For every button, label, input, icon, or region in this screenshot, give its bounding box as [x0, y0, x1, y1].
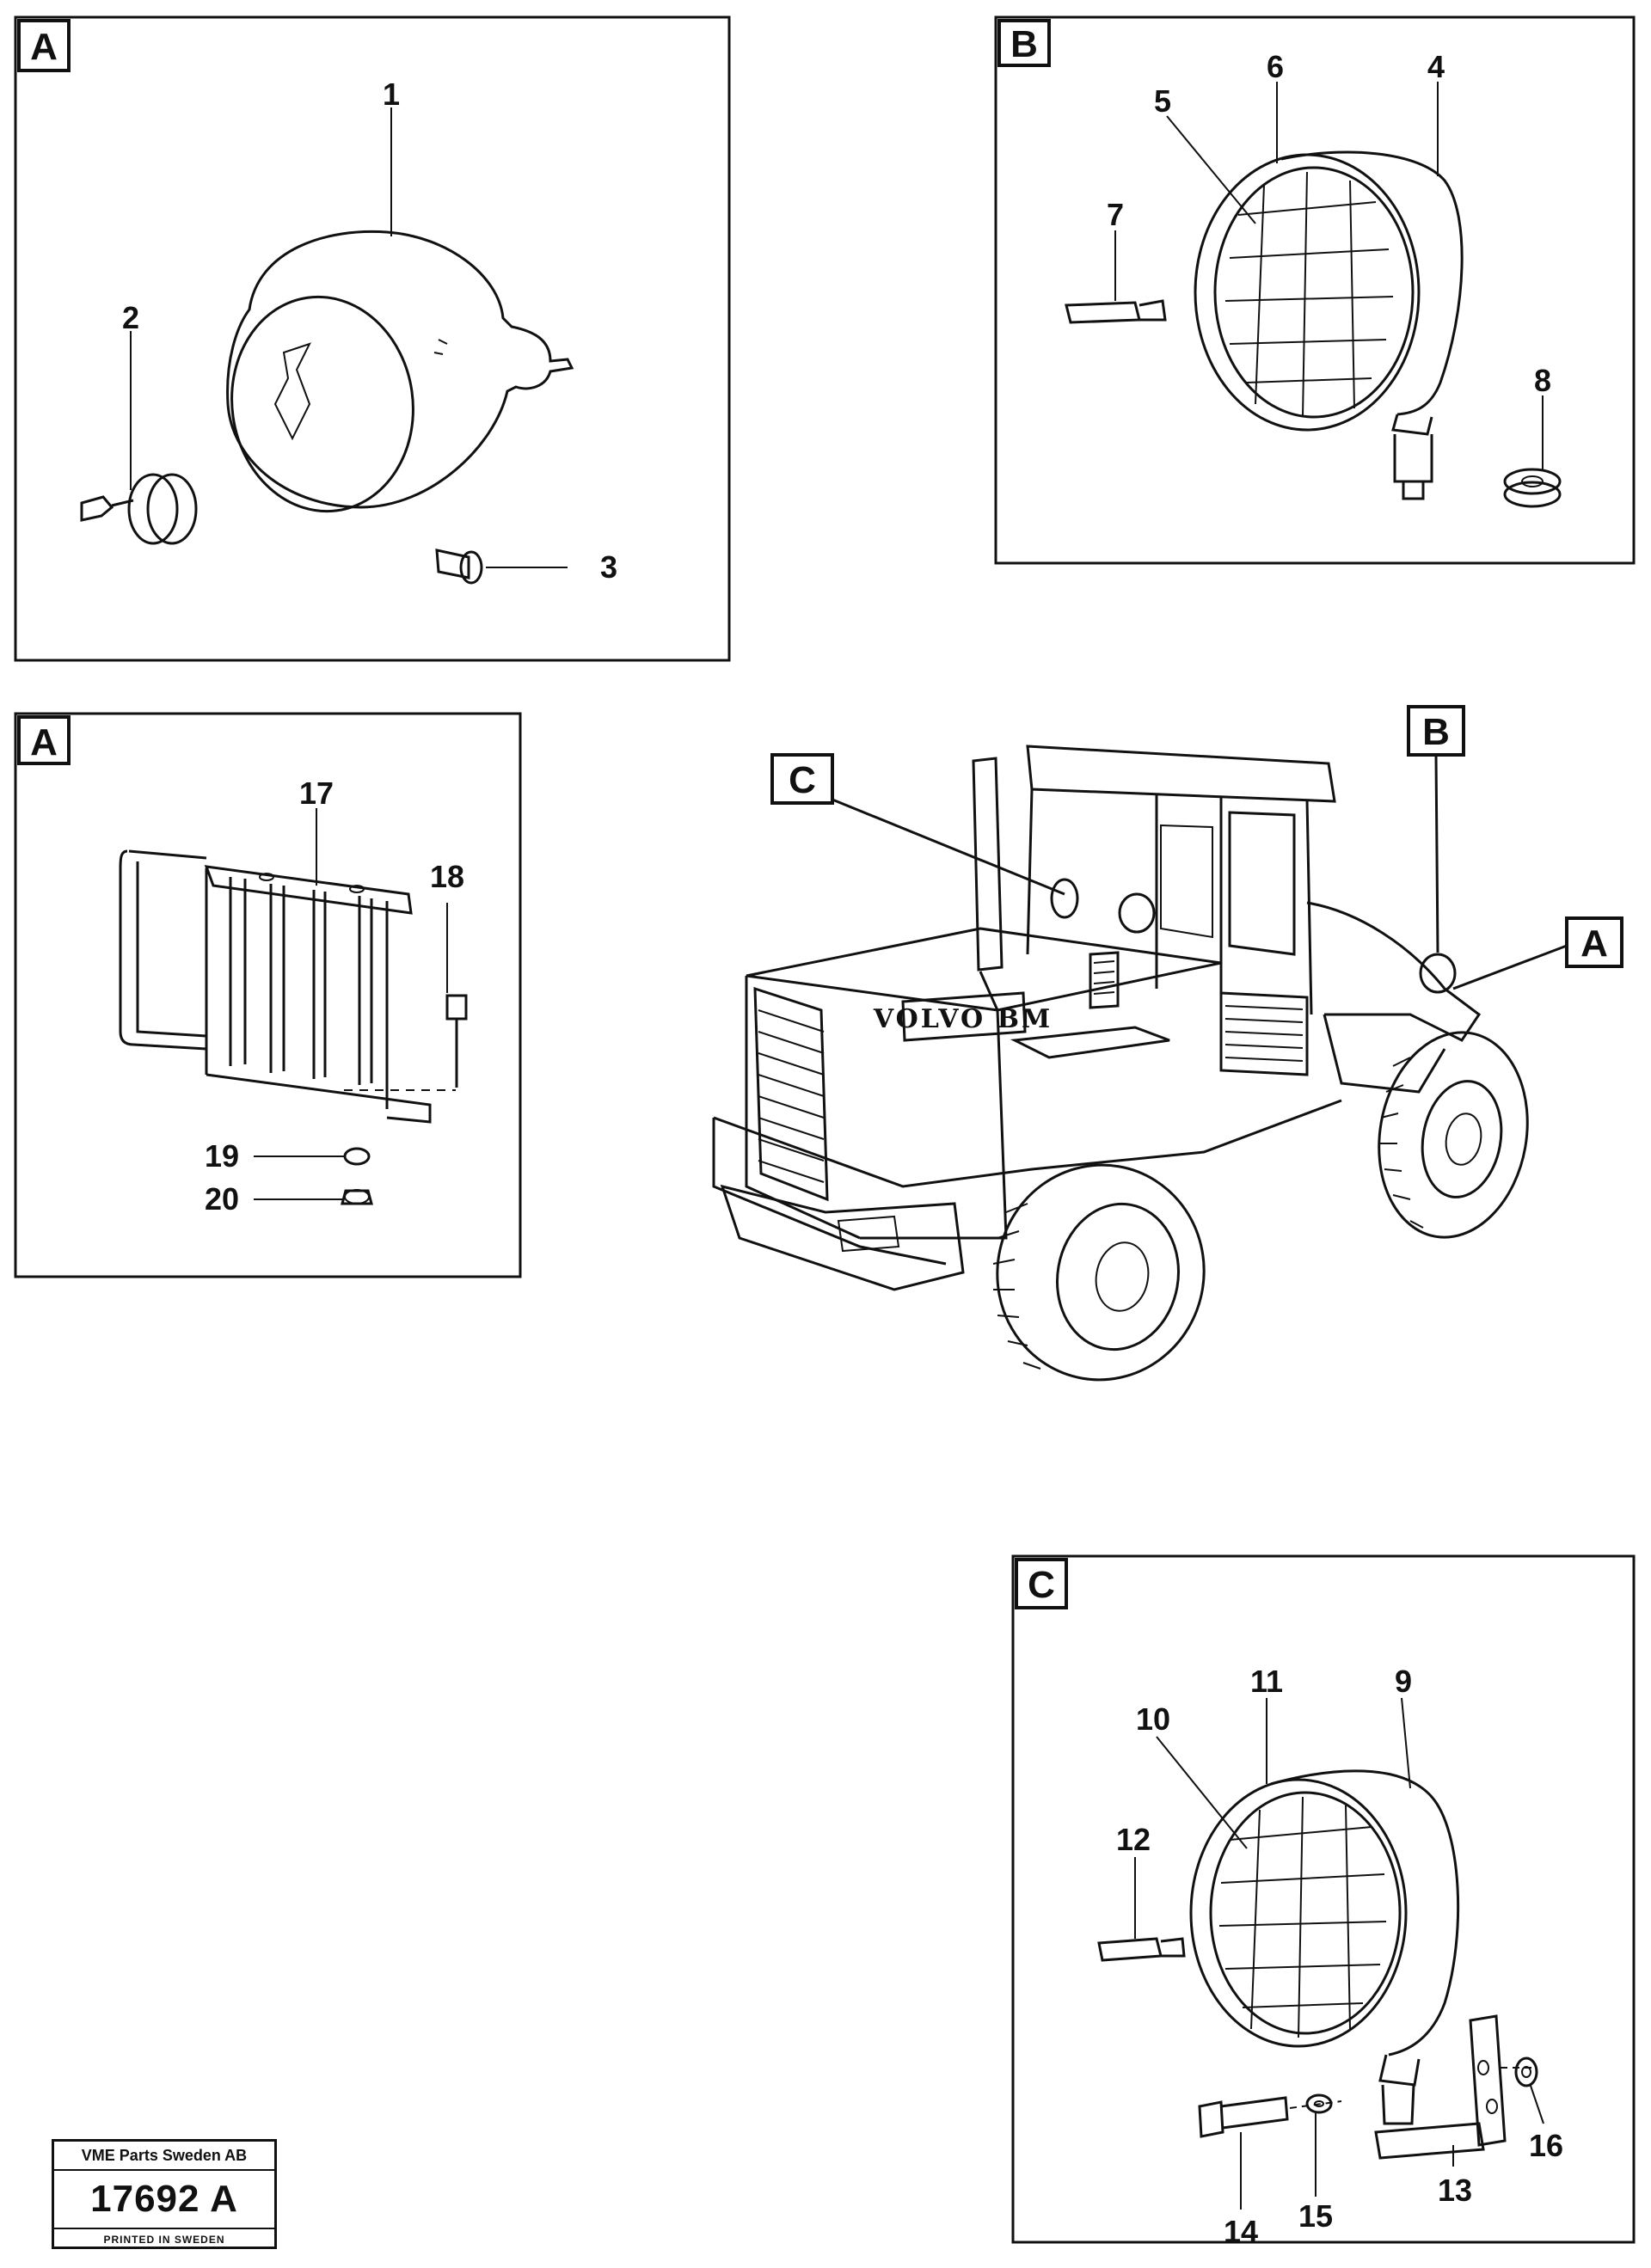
machine-brand-plate: VOLVO BM [873, 1004, 1053, 1034]
panel-tag: B [1010, 23, 1038, 65]
part-number-1: 1 [383, 77, 400, 112]
part-number-17: 17 [299, 775, 334, 811]
worklamp-drawing [1189, 1769, 1460, 2125]
part-number-10: 10 [1136, 1701, 1170, 1737]
machine-callout-b: B [1422, 711, 1450, 753]
part-number-20: 20 [205, 1181, 239, 1217]
part-number-14: 14 [1224, 2214, 1258, 2249]
part-number-12: 12 [1116, 1822, 1151, 1857]
headlamp-drawing [226, 230, 574, 513]
part-number-8: 8 [1534, 363, 1551, 398]
drawing-stamp: VME Parts Sweden AB 17692 A PRINTED IN S… [52, 2139, 277, 2249]
stamp-drawing-number: 17692 A [54, 2171, 274, 2229]
bulb-drawing [80, 473, 198, 545]
panel-tag: A [30, 721, 58, 763]
panel-tag: C [1028, 1564, 1055, 1606]
stamp-company: VME Parts Sweden AB [54, 2142, 274, 2171]
stamp-printed: PRINTED IN SWEDEN [103, 2234, 225, 2246]
panel-c-worklamp: C [1011, 1554, 1636, 2249]
bulb-drawing [1097, 1937, 1186, 1962]
bracket-drawing [1374, 2014, 1535, 2160]
nut-drawing [1514, 2057, 1538, 2087]
panel-a-guard: A 17 18 19 20 [14, 712, 522, 1278]
machine-callout-c: C [789, 759, 816, 801]
panel-a-headlamp: A 1 2 3 [14, 15, 731, 662]
part-number-18: 18 [430, 859, 464, 894]
panel-tag: A [30, 26, 58, 68]
part-number-7: 7 [1107, 197, 1124, 232]
bolt-drawing [435, 549, 483, 585]
part-number-16: 16 [1529, 2128, 1563, 2163]
panel-b-worklamp: B 4 5 6 7 8 [994, 15, 1636, 565]
worklamp-drawing [1194, 150, 1464, 500]
bulb-drawing [1065, 299, 1167, 324]
washer-drawing [1305, 2093, 1333, 2114]
part-number-2: 2 [122, 300, 139, 335]
part-number-15: 15 [1298, 2198, 1333, 2234]
part-number-11: 11 [1250, 1664, 1283, 1699]
part-number-5: 5 [1154, 83, 1171, 119]
part-number-13: 13 [1438, 2173, 1472, 2208]
grommet-drawing [1503, 468, 1562, 508]
part-number-4: 4 [1427, 49, 1445, 84]
part-number-9: 9 [1395, 1664, 1412, 1699]
part-number-19: 19 [205, 1138, 239, 1174]
wheel-loader-drawing: VOLVO BM [712, 705, 1623, 1382]
rear-wheel [992, 1163, 1206, 1382]
bolt-drawing [1198, 2096, 1342, 2138]
machine-callout-a: A [1580, 923, 1608, 965]
part-number-6: 6 [1267, 49, 1284, 84]
part-number-3: 3 [600, 549, 617, 585]
front-wheel [1378, 1031, 1529, 1239]
guard-drawing [119, 849, 468, 1205]
